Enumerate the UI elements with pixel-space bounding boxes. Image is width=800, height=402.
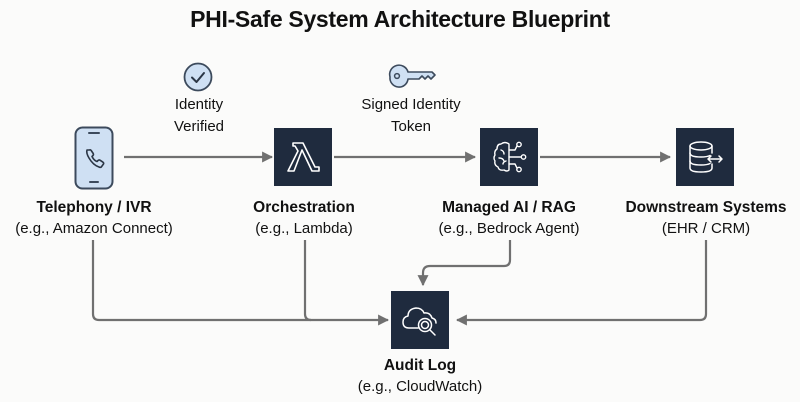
- check-circle-icon: [183, 62, 213, 92]
- node-name: Downstream Systems: [625, 199, 787, 216]
- cloud-search-icon: [402, 307, 437, 336]
- node-subtitle: (e.g., CloudWatch): [357, 378, 483, 395]
- node-label: Telephony / IVR (e.g., Amazon Connect): [0, 197, 204, 239]
- node-subtitle: (EHR / CRM): [661, 220, 751, 237]
- node-name: Managed AI / RAG: [442, 199, 576, 216]
- node-label: Audit Log (e.g., CloudWatch): [310, 355, 530, 397]
- diagram-title: PHI-Safe System Architecture Blueprint: [190, 6, 610, 32]
- edge-label-line: Identity: [174, 96, 224, 113]
- node-subtitle: (e.g., Lambda): [255, 220, 353, 237]
- edge-orchestration-audit: [303, 240, 312, 322]
- edge-label-line: Verified: [173, 118, 225, 135]
- node-subtitle: (e.g., Amazon Connect): [15, 220, 173, 237]
- node-name: Orchestration: [253, 199, 355, 216]
- edge-label-line: Signed Identity: [361, 96, 461, 113]
- lambda-icon: [287, 142, 320, 172]
- database-exchange-icon: [689, 141, 723, 173]
- edge-downstream-audit: [455, 240, 708, 326]
- downstream-box: [676, 128, 734, 186]
- edge-label-identity-verified: Identity Verified: [119, 94, 279, 138]
- key-icon: [388, 64, 436, 88]
- node-subtitle: (e.g., Bedrock Agent): [438, 220, 580, 237]
- edge-label-signed-identity-token: Signed Identity Token: [331, 94, 491, 138]
- managed-ai-box: [480, 128, 538, 186]
- node-name: Telephony / IVR: [36, 199, 152, 216]
- brain-circuit-icon: [493, 141, 527, 173]
- audit-log-box: [391, 291, 449, 349]
- node-label: Managed AI / RAG (e.g., Bedrock Agent): [399, 197, 619, 239]
- node-label: Downstream Systems (EHR / CRM): [596, 197, 800, 239]
- edge-label-line: Token: [390, 118, 432, 135]
- node-name: Audit Log: [383, 357, 457, 374]
- orchestration-box: [274, 128, 332, 186]
- phone-icon: [74, 126, 114, 190]
- edge-telephony-audit: [91, 240, 390, 326]
- node-label: Orchestration (e.g., Lambda): [194, 197, 414, 239]
- edge-managed-ai-audit: [417, 240, 512, 287]
